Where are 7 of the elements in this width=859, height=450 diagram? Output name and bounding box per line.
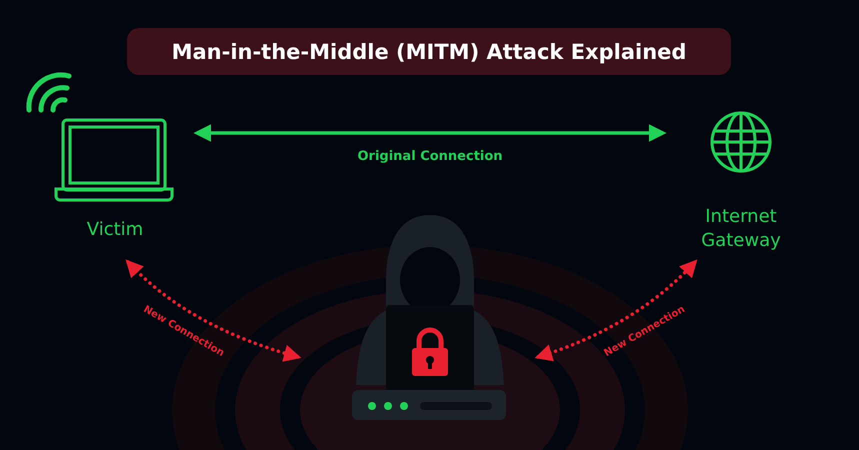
diagram-title: Man-in-the-Middle (MITM) Attack Explained <box>127 28 731 75</box>
arrow <box>126 260 302 362</box>
node-label: Victim <box>86 218 144 242</box>
arrow <box>534 259 698 361</box>
edge-label: Original Connection <box>358 149 503 164</box>
node-label: Internet Gateway <box>700 205 782 254</box>
arrow <box>194 124 666 142</box>
